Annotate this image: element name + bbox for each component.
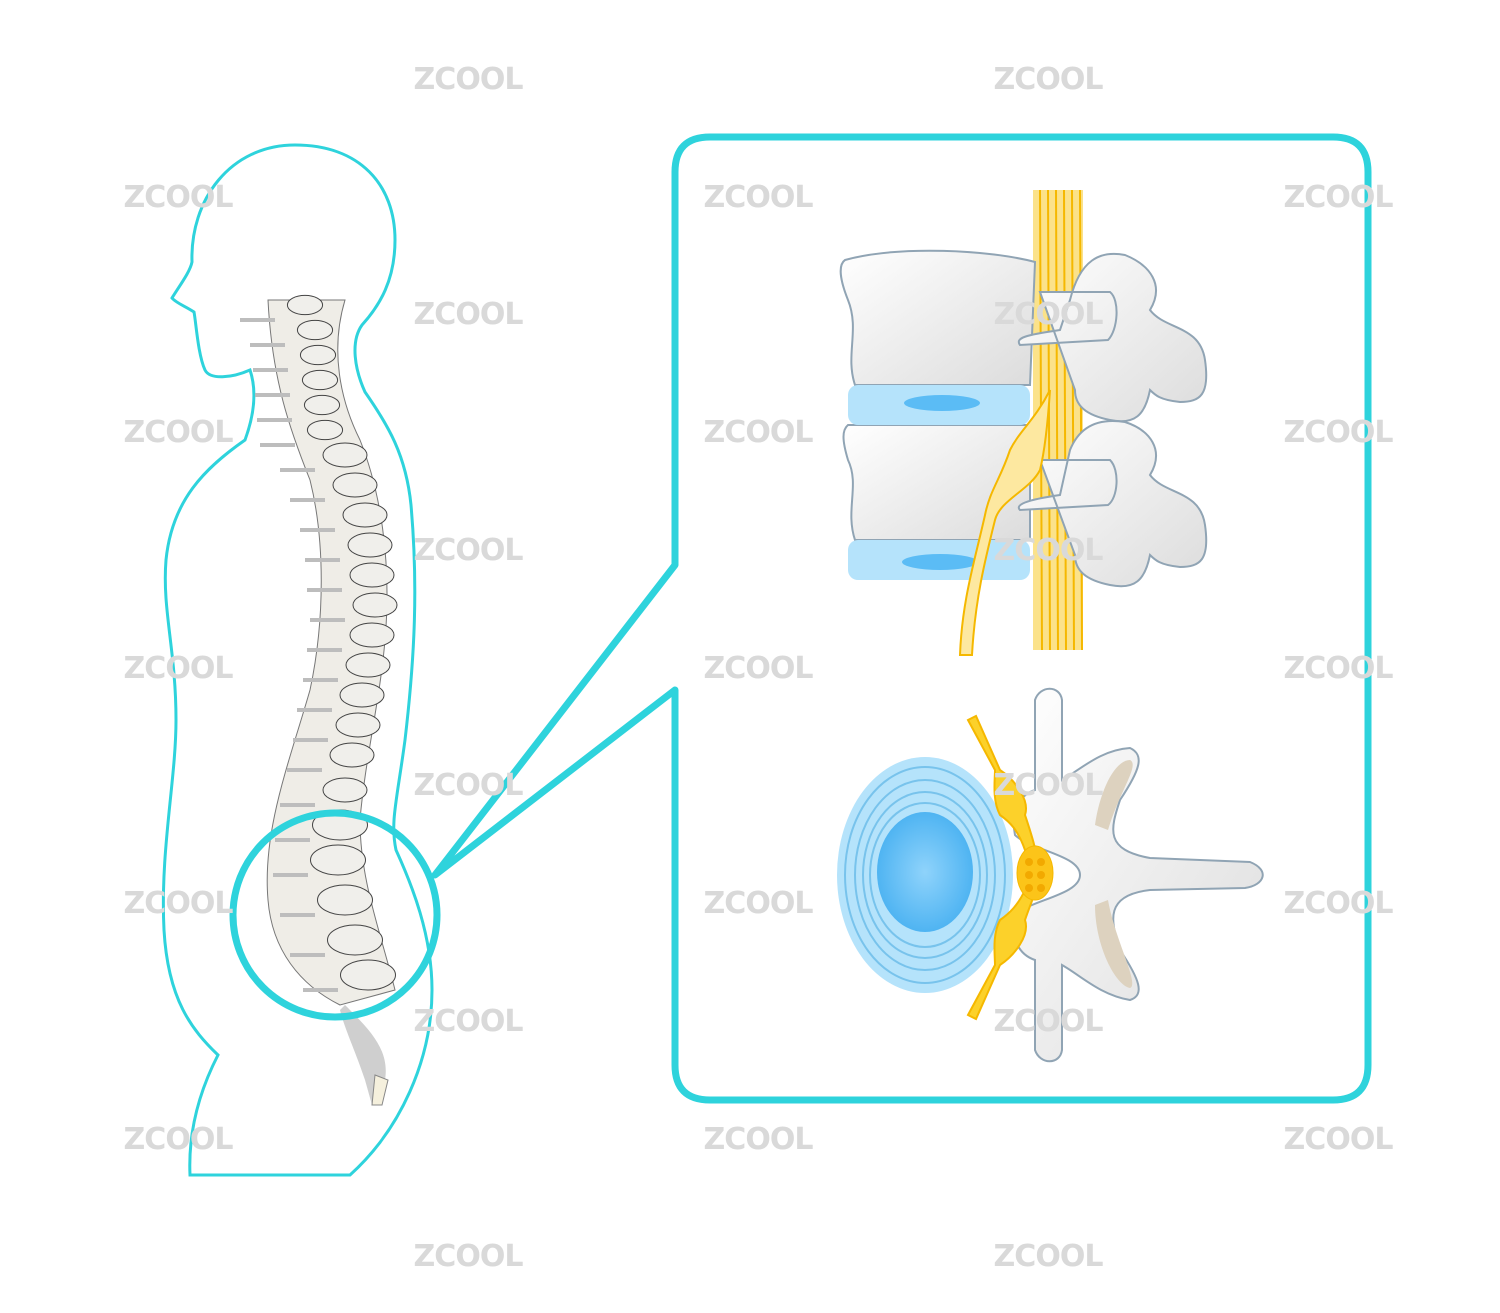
watermark-text: ZCOOL — [994, 1004, 1104, 1039]
vertebra — [310, 844, 366, 876]
vertebral-body-lower — [842, 424, 1031, 541]
watermark-text: ZCOOL — [1284, 1122, 1394, 1157]
watermark-text: ZCOOL — [994, 62, 1104, 97]
nerve-bundle-dot — [1025, 871, 1033, 879]
watermark-text: ZCOOL — [994, 1239, 1104, 1274]
watermark-text: ZCOOL — [414, 768, 524, 803]
watermark-text: ZCOOL — [124, 180, 234, 215]
watermark-text: ZCOOL — [414, 297, 524, 332]
zoom-callout-circle — [229, 809, 441, 1021]
vertebral-body-upper — [839, 249, 1037, 386]
vertebra — [303, 394, 341, 416]
vertebra — [335, 712, 381, 738]
facet-upper — [1095, 760, 1133, 830]
vertebra — [332, 472, 378, 498]
watermark-text: ZCOOL — [704, 180, 814, 215]
watermark-text: ZCOOL — [124, 651, 234, 686]
posterior-process-upper — [1017, 252, 1208, 423]
vertebra — [322, 777, 368, 803]
vertebra — [306, 419, 344, 441]
vertebra — [299, 344, 337, 366]
nerve-bundle-dot — [1037, 858, 1045, 866]
posterior-process-lower — [1017, 420, 1208, 588]
annulus-ring — [862, 791, 988, 959]
watermark-text: ZCOOL — [124, 1122, 234, 1157]
facet-lower — [1095, 900, 1133, 988]
vertebra — [345, 652, 391, 678]
vertebra — [329, 742, 375, 768]
vertebra — [296, 319, 334, 341]
vertebra — [340, 959, 396, 991]
disc-nucleus-upper — [904, 395, 980, 411]
nerve-fiber — [1055, 189, 1059, 651]
watermark-text: ZCOOL — [1284, 180, 1394, 215]
lateral-spine-view — [839, 189, 1208, 656]
annulus-ring — [854, 779, 996, 971]
nerve-fiber — [1063, 189, 1067, 651]
annulus-ring — [844, 766, 1006, 984]
nerve-bundle-dot — [1037, 871, 1045, 879]
watermark-text: ZCOOL — [1284, 415, 1394, 450]
vertebra — [352, 592, 398, 618]
nerve-fiber — [1047, 189, 1051, 651]
nerve-bundle-dot — [1025, 884, 1033, 892]
watermark-text: ZCOOL — [1284, 886, 1394, 921]
disc-nucleus — [877, 812, 973, 932]
nerve-root — [958, 389, 1051, 656]
vertebra — [342, 502, 388, 528]
vertebra — [317, 884, 373, 916]
watermark-text: ZCOOL — [124, 415, 234, 450]
annulus-ring — [869, 802, 981, 948]
vertebral-arch — [1012, 687, 1264, 1063]
watermark-text: ZCOOL — [124, 886, 234, 921]
watermark-text: ZCOOL — [414, 62, 524, 97]
nerve-fiber — [1071, 189, 1075, 651]
vertebra — [347, 532, 393, 558]
vertebrae-group — [240, 294, 398, 992]
watermark-text: ZCOOL — [994, 768, 1104, 803]
watermark-text: ZCOOL — [414, 1239, 524, 1274]
nerve-bundle-dot — [1037, 884, 1045, 892]
coccyx — [371, 1074, 389, 1106]
vertebra — [286, 294, 324, 316]
watermark-text: ZCOOL — [704, 886, 814, 921]
spinal-cord-section — [1016, 845, 1054, 901]
watermark-text: ZCOOL — [704, 651, 814, 686]
watermark-text: ZCOOL — [704, 1122, 814, 1157]
vertebra — [322, 442, 368, 468]
watermark-text: ZCOOL — [414, 1004, 524, 1039]
vertebra — [301, 369, 339, 391]
vertebra — [349, 622, 395, 648]
callout-panel — [431, 133, 1372, 1104]
vertebra — [339, 682, 385, 708]
body-outline — [161, 143, 434, 1177]
watermark-text: ZCOOL — [414, 533, 524, 568]
watermark-text: ZCOOL — [704, 415, 814, 450]
watermark-layer: ZCOOL ZCOOL ZCOOL ZCOOL ZCOOL ZCOOL ZCOOL ZCOOL… — [124, 62, 1395, 1274]
watermark-text: ZCOOL — [994, 297, 1104, 332]
watermark-text: ZCOOL — [1284, 651, 1394, 686]
watermark-text: ZCOOL — [994, 533, 1104, 568]
axial-vertebra-view — [837, 687, 1264, 1063]
disc-nucleus-lower — [902, 554, 978, 570]
vertebra — [327, 924, 383, 956]
vertebra — [349, 562, 395, 588]
nerve-bundle-dot — [1025, 858, 1033, 866]
